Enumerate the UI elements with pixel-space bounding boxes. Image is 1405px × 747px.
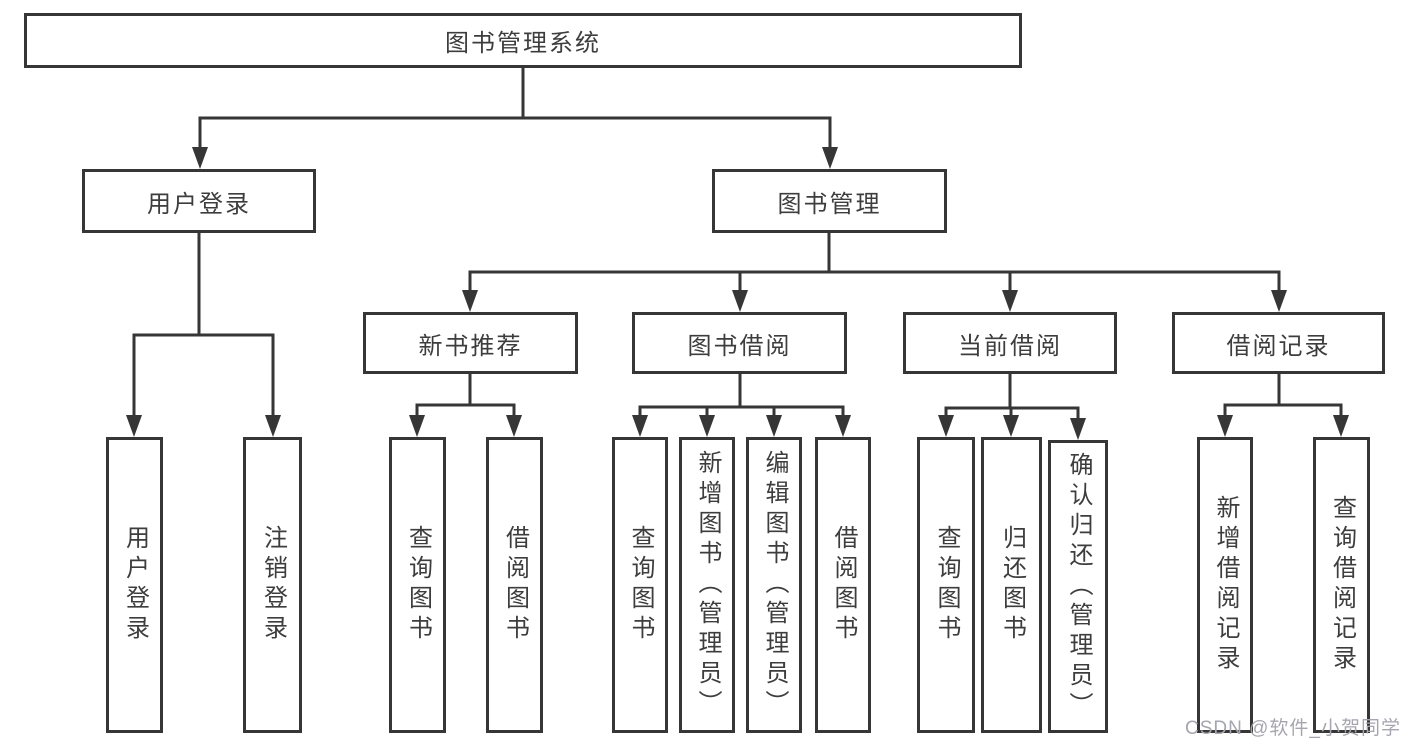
leaf-borrow-books-recommend-label: 借阅图书	[501, 525, 529, 645]
leaf-edit-books-admin: 编辑图书（管理员）	[746, 437, 802, 733]
arrowheads	[126, 147, 1349, 440]
leaf-query-books-recommend: 查询图书	[389, 437, 446, 733]
leaf-query-books-current: 查询图书	[917, 437, 975, 733]
leaf-borrow-books-recommend: 借阅图书	[486, 437, 543, 733]
leaf-add-books-admin: 新增图书（管理员）	[679, 437, 735, 733]
leaf-query-books-borrowing-label: 查询图书	[627, 525, 654, 645]
connector-lines	[132, 68, 1343, 421]
leaf-borrow-books-borrowing: 借阅图书	[815, 437, 871, 733]
leaf-edit-books-admin-label: 编辑图书（管理员）	[761, 450, 788, 720]
node-book-borrowing: 图书借阅	[632, 312, 847, 374]
leaf-query-books-current-label: 查询图书	[933, 525, 960, 645]
node-book-management: 图书管理	[712, 169, 947, 233]
leaf-logout: 注销登录	[243, 437, 302, 733]
leaf-query-borrow-record-label: 查询借阅记录	[1328, 495, 1356, 675]
leaf-logout-label: 注销登录	[259, 525, 287, 645]
leaf-query-books-borrowing: 查询图书	[612, 437, 668, 733]
node-book-management-system: 图书管理系统	[24, 13, 1022, 68]
leaf-user-login-label: 用户登录	[121, 525, 149, 645]
leaf-add-books-admin-label: 新增图书（管理员）	[694, 450, 721, 720]
leaf-return-books-label: 归还图书	[998, 525, 1026, 645]
leaf-return-books: 归还图书	[981, 437, 1042, 733]
node-borrowing-records: 借阅记录	[1172, 312, 1385, 374]
csdn-watermark: CSDN @软件_小贺同学	[1185, 718, 1401, 739]
leaf-borrow-books-borrowing-label: 借阅图书	[830, 525, 857, 645]
leaf-add-borrow-record: 新增借阅记录	[1197, 437, 1253, 733]
node-new-book-recommend: 新书推荐	[363, 312, 578, 374]
leaf-query-books-recommend-label: 查询图书	[404, 525, 432, 645]
node-user-login: 用户登录	[82, 169, 316, 233]
leaf-confirm-return-admin: 确认归还（管理员）	[1048, 440, 1108, 733]
node-current-borrowing: 当前借阅	[903, 312, 1117, 374]
leaf-confirm-return-admin-label: 确认归还（管理员）	[1065, 451, 1092, 722]
leaf-add-borrow-record-label: 新增借阅记录	[1212, 495, 1239, 675]
leaf-user-login: 用户登录	[106, 437, 163, 733]
leaf-query-borrow-record: 查询借阅记录	[1313, 437, 1370, 733]
